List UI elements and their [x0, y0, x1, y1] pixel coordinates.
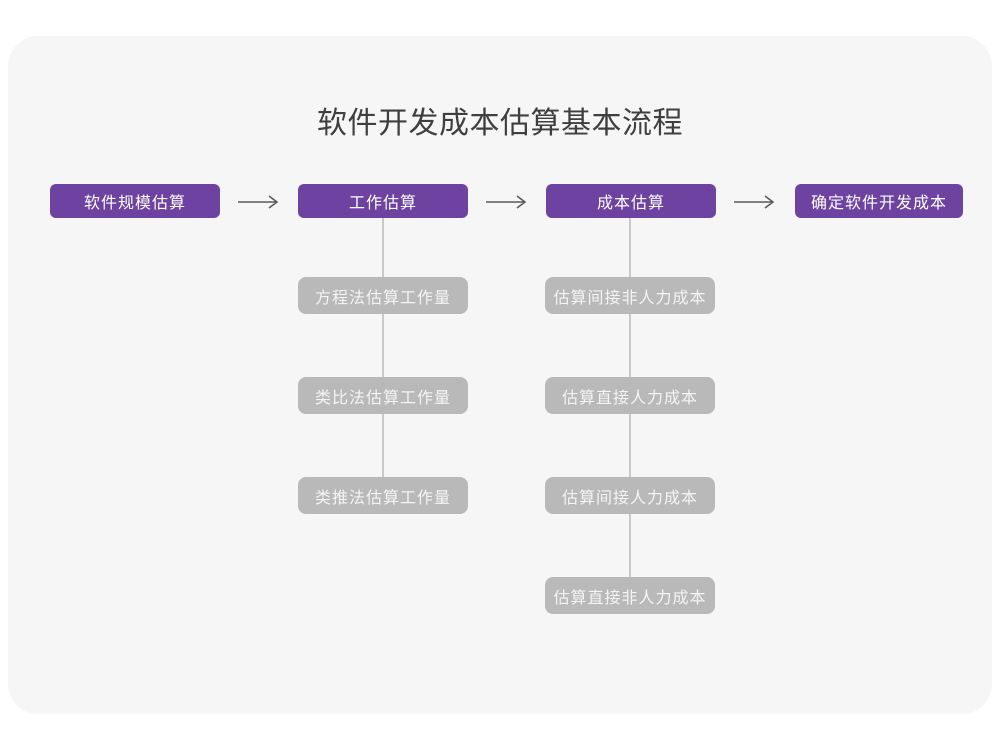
step-determine-development-cost: 确定软件开发成本 [795, 184, 963, 218]
step-software-scale-estimation: 软件规模估算 [50, 184, 220, 218]
substep-indirect-nonlabor-cost: 估算间接非人力成本 [545, 277, 715, 314]
flow-arrow-icon [238, 195, 279, 209]
substep-equation-method: 方程法估算工作量 [298, 277, 468, 314]
diagram-card: 软件开发成本估算基本流程 软件规模估算 工作估算 成本估算 确定软件开发成本 方… [8, 36, 992, 714]
step-work-estimation: 工作估算 [298, 184, 468, 218]
substep-direct-nonlabor-cost: 估算直接非人力成本 [545, 577, 715, 614]
connector-line-work-estimation [382, 218, 384, 480]
substep-indirect-labor-cost: 估算间接人力成本 [545, 477, 715, 514]
substep-analogy-method: 类比法估算工作量 [298, 377, 468, 414]
flow-arrow-icon [486, 195, 527, 209]
step-cost-estimation: 成本估算 [546, 184, 716, 218]
flow-arrow-icon [734, 195, 775, 209]
substep-extrapolation-method: 类推法估算工作量 [298, 477, 468, 514]
diagram-title: 软件开发成本估算基本流程 [317, 106, 683, 141]
substep-direct-labor-cost: 估算直接人力成本 [545, 377, 715, 414]
